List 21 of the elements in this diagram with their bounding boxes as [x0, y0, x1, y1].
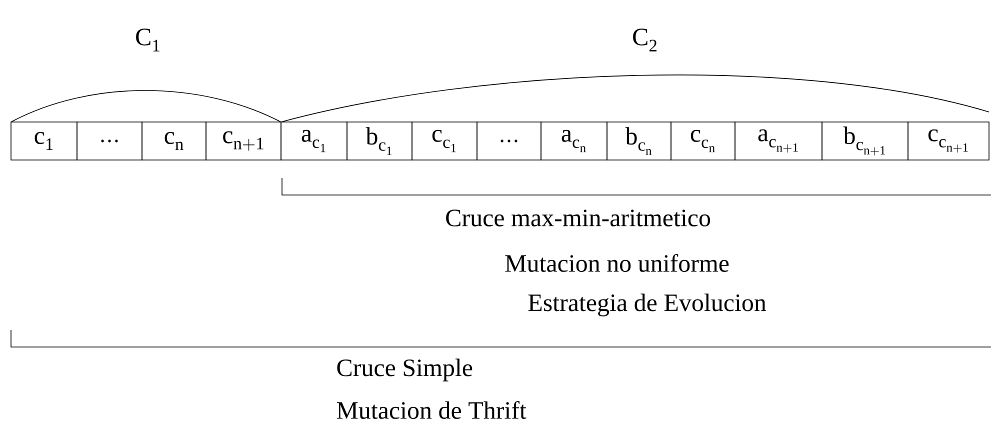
cell: $a_{c_{n+1}}$ [734, 122, 822, 160]
cell: $...$ [476, 122, 542, 160]
label: C$_{1}$ [136, 28, 160, 52]
label: C$_{2}$ [633, 28, 656, 52]
cell: $b_{c_{n}}$ [606, 122, 672, 160]
cell: $c_{1}$ [10, 122, 78, 160]
cell: $c_{c_{n+1}}$ [908, 122, 990, 160]
label: Mutacion de Thrift [336, 401, 526, 419]
cell: $c_{c_{n}}$ [670, 122, 736, 160]
cell: $a_{c_{1}}$ [280, 122, 348, 160]
label: Cruce Simple [337, 358, 472, 382]
cell: $c_{c_{1}}$ [412, 122, 478, 160]
label: Mutacion no uniforme [505, 254, 729, 272]
cell: $b_{c_{n+1}}$ [822, 122, 908, 160]
cell: $a_{c_{n}}$ [540, 122, 608, 160]
cell: $c_{n}$ [142, 122, 206, 160]
cell: $b_{c_{1}}$ [346, 122, 412, 160]
cell: $...$ [76, 122, 142, 160]
cell: $c_{n+1}$ [206, 122, 282, 160]
label: Estrategia de Evolucion [528, 294, 766, 316]
label: Cruce max-min-aritmetico [446, 210, 710, 226]
